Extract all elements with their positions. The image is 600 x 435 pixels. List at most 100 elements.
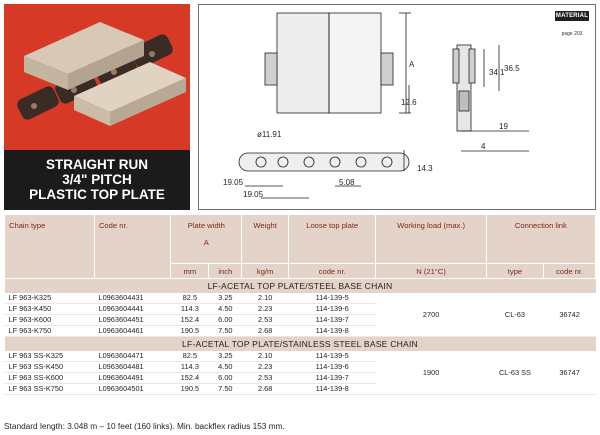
product-photo bbox=[4, 4, 190, 150]
title-line-1: STRAIGHT RUN bbox=[46, 157, 148, 172]
unit-code-nr: code nr. bbox=[287, 263, 377, 279]
dim-12-6: 12.6 bbox=[401, 98, 417, 107]
unit-mm: mm bbox=[170, 263, 210, 279]
cell-chain-type: LF 963-K450 bbox=[4, 303, 95, 315]
plate-width-label: Plate width bbox=[187, 221, 225, 230]
cell-kgm: 2.10 bbox=[241, 293, 289, 304]
col-loose-top-plate: Loose top plate bbox=[287, 214, 377, 264]
cell-loose-code: 114-139-5 bbox=[288, 351, 376, 362]
product-title: STRAIGHT RUN 3/4" PITCH PLASTIC TOP PLAT… bbox=[4, 150, 190, 210]
cell-kgm: 2.53 bbox=[241, 372, 289, 384]
cell-kgm: 2.68 bbox=[241, 383, 289, 395]
unit-inch: inch bbox=[208, 263, 243, 279]
cell-inch: 7.50 bbox=[208, 325, 242, 337]
cell-mm: 82.5 bbox=[170, 351, 209, 362]
spec-table: Chain type Code nr. Plate width A Weight… bbox=[4, 214, 597, 395]
dim-a: A bbox=[409, 60, 415, 69]
col-working-load: Working load (max.) bbox=[375, 214, 487, 264]
cell-kgm: 2.23 bbox=[241, 361, 289, 373]
section-title: LF-ACETAL TOP PLATE/STEEL BASE CHAIN bbox=[4, 278, 596, 293]
cell-loose-code: 114-139-6 bbox=[288, 303, 376, 315]
cell-inch: 7.50 bbox=[208, 383, 242, 395]
cell-link-type: CL-63 bbox=[486, 293, 544, 337]
col-chain-type: Chain type bbox=[4, 214, 95, 279]
chain-drawing-svg: A 12.6 34.1 36.5 19 4 ø11.91 19.05 19.05… bbox=[223, 12, 529, 199]
section-header: LF-ACETAL TOP PLATE/STAINLESS STEEL BASE… bbox=[4, 336, 596, 351]
unit-code-nr-link: code nr. bbox=[543, 263, 596, 279]
chain-illustration bbox=[4, 4, 190, 150]
cell-inch: 4.50 bbox=[208, 361, 242, 373]
material-page: page 203 bbox=[561, 31, 583, 37]
cell-code-nr: L0963604501 bbox=[94, 383, 171, 395]
dim-19-05-a: 19.05 bbox=[223, 178, 244, 187]
cell-kgm: 2.68 bbox=[241, 325, 289, 337]
cell-inch: 6.00 bbox=[208, 372, 242, 384]
col-code-nr: Code nr. bbox=[93, 214, 172, 279]
cell-mm: 190.5 bbox=[170, 383, 209, 395]
material-label: MATERIAL bbox=[555, 11, 589, 21]
cell-code-nr: L0963604451 bbox=[94, 314, 171, 326]
unit-kgm: kg/m bbox=[241, 263, 289, 279]
dim-5-08: 5.08 bbox=[339, 178, 355, 187]
cell-mm: 82.5 bbox=[170, 293, 209, 304]
cell-mm: 114.3 bbox=[170, 303, 209, 315]
cell-code-nr: L0963604481 bbox=[94, 361, 171, 373]
cell-code-nr: L0963604471 bbox=[94, 351, 171, 362]
col-weight: Weight bbox=[241, 214, 289, 264]
cell-inch: 3.25 bbox=[208, 293, 242, 304]
dim-34-1: 34.1 bbox=[489, 68, 505, 77]
cell-loose-code: 114-139-6 bbox=[288, 361, 376, 373]
dim-36-5: 36.5 bbox=[504, 64, 520, 73]
col-connection-link: Connection link bbox=[485, 214, 597, 264]
dim-19-05-b: 19.05 bbox=[243, 190, 264, 199]
cell-working-load: 1900 bbox=[375, 351, 487, 395]
cell-inch: 4.50 bbox=[208, 303, 242, 315]
cell-link-type: CL-63 SS bbox=[486, 351, 544, 395]
section-header: LF-ACETAL TOP PLATE/STEEL BASE CHAIN bbox=[4, 278, 596, 293]
cell-loose-code: 114-139-5 bbox=[288, 293, 376, 304]
unit-n21: N (21°C) bbox=[375, 263, 487, 279]
cell-working-load: 2700 bbox=[375, 293, 487, 337]
cell-chain-type: LF 963 SS-K750 bbox=[4, 383, 95, 395]
dim-diameter: ø11.91 bbox=[257, 130, 282, 139]
section-title: LF-ACETAL TOP PLATE/STAINLESS STEEL BASE… bbox=[4, 336, 596, 351]
cell-chain-type: LF 963 SS-K600 bbox=[4, 372, 95, 384]
footer-note: Standard length: 3.048 m – 10 feet (160 … bbox=[4, 421, 285, 431]
cell-code-nr: L0963604441 bbox=[94, 303, 171, 315]
dim-4: 4 bbox=[481, 142, 486, 151]
cell-kgm: 2.23 bbox=[241, 303, 289, 315]
cell-chain-type: LF 963-K750 bbox=[4, 325, 95, 337]
col-plate-width: Plate width A bbox=[170, 214, 243, 264]
cell-loose-code: 114-139-7 bbox=[288, 314, 376, 326]
title-line-2: 3/4" PITCH bbox=[62, 172, 132, 187]
plate-width-a: A bbox=[203, 238, 209, 247]
cell-code-nr: L0963604491 bbox=[94, 372, 171, 384]
cell-code-nr: L0963604461 bbox=[94, 325, 171, 337]
technical-drawing: A 12.6 34.1 36.5 19 4 ø11.91 19.05 19.05… bbox=[198, 4, 596, 210]
cell-code-nr: L0963604431 bbox=[94, 293, 171, 304]
cell-mm: 114.3 bbox=[170, 361, 209, 373]
dim-14-3: 14.3 bbox=[417, 164, 433, 173]
cell-loose-code: 114-139-7 bbox=[288, 372, 376, 384]
cell-inch: 6.00 bbox=[208, 314, 242, 326]
cell-chain-type: LF 963-K325 bbox=[4, 293, 95, 304]
cell-kgm: 2.10 bbox=[241, 351, 289, 362]
cell-mm: 152.4 bbox=[170, 314, 209, 326]
cell-mm: 152.4 bbox=[170, 372, 209, 384]
cell-kgm: 2.53 bbox=[241, 314, 289, 326]
dim-19: 19 bbox=[499, 122, 508, 131]
cell-loose-code: 114-139-8 bbox=[288, 383, 376, 395]
material-badge: MATERIAL page 203 bbox=[555, 11, 589, 37]
cell-loose-code: 114-139-8 bbox=[288, 325, 376, 337]
cell-mm: 190.5 bbox=[170, 325, 209, 337]
cell-chain-type: LF 963-K600 bbox=[4, 314, 95, 326]
